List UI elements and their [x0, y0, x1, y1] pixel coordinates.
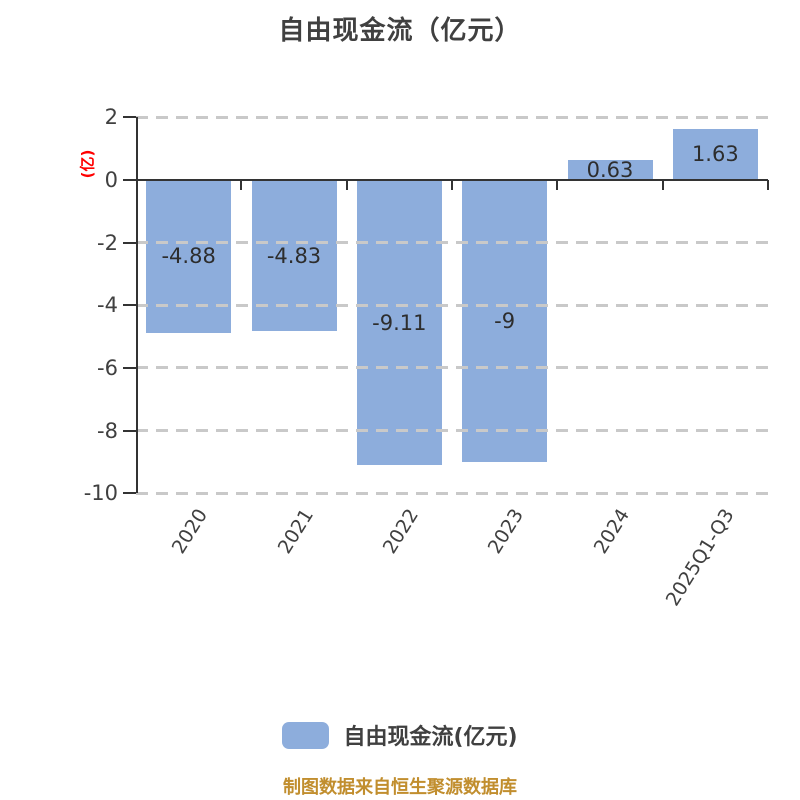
bar-2023	[462, 180, 548, 462]
gridline	[136, 241, 768, 245]
y-axis-line	[136, 117, 138, 494]
bar-value-label: -4.83	[266, 243, 322, 268]
gridline	[136, 115, 768, 119]
y-tick-label: 0	[104, 168, 118, 192]
legend-swatch	[282, 721, 330, 749]
x-tick-label: 2020	[168, 505, 213, 558]
x-tick-label: 2024	[589, 505, 634, 558]
x-tick-label: 2021	[273, 505, 318, 558]
x-tick-mark	[345, 180, 348, 190]
y-tick-mark	[123, 116, 136, 119]
chart-title: 自由现金流（亿元）	[278, 16, 522, 46]
bar-2022	[356, 180, 442, 466]
bar-2020	[146, 180, 232, 333]
x-tick-mark	[767, 180, 769, 190]
gridline	[136, 429, 768, 433]
bar-2025Q1-Q3	[672, 128, 758, 180]
y-tick-mark	[123, 241, 136, 244]
y-tick-label: -4	[97, 293, 118, 318]
legend-label: 自由现金流(亿元)	[343, 725, 518, 750]
x-tick-label: 2022	[378, 505, 424, 558]
x-tick-mark	[451, 180, 453, 190]
y-tick-label: -2	[97, 230, 118, 255]
legend: 自由现金流(亿元)	[0, 719, 800, 751]
y-tick-mark	[123, 366, 136, 369]
bar-value-label: -4.88	[161, 244, 216, 269]
bar-value-label: 0.63	[586, 158, 634, 183]
x-tick-mark	[661, 180, 664, 190]
y-tick-mark	[123, 304, 136, 307]
y-tick-mark	[123, 429, 136, 432]
data-source-note: 制图数据来自恒生聚源数据库	[283, 777, 517, 798]
x-tick-mark	[556, 180, 559, 190]
y-tick-label: -6	[97, 355, 118, 380]
y-tick-label: -10	[83, 481, 118, 506]
bar-value-label: -9.11	[372, 310, 427, 335]
gridline	[136, 303, 768, 307]
bar-value-label: -9	[494, 308, 516, 333]
gridline	[136, 366, 768, 370]
y-tick-mark	[123, 179, 136, 181]
x-tick-mark	[240, 180, 243, 190]
x-tick-label: 2025Q1-Q3	[662, 505, 740, 610]
y-tick-mark	[123, 492, 136, 495]
bar-2024	[567, 160, 653, 180]
gridline	[136, 491, 768, 495]
y-tick-label: -8	[97, 418, 118, 443]
x-tick-label: 2023	[484, 505, 529, 558]
y-tick-label: 2	[104, 105, 118, 130]
bar-value-label: 1.63	[691, 142, 739, 167]
